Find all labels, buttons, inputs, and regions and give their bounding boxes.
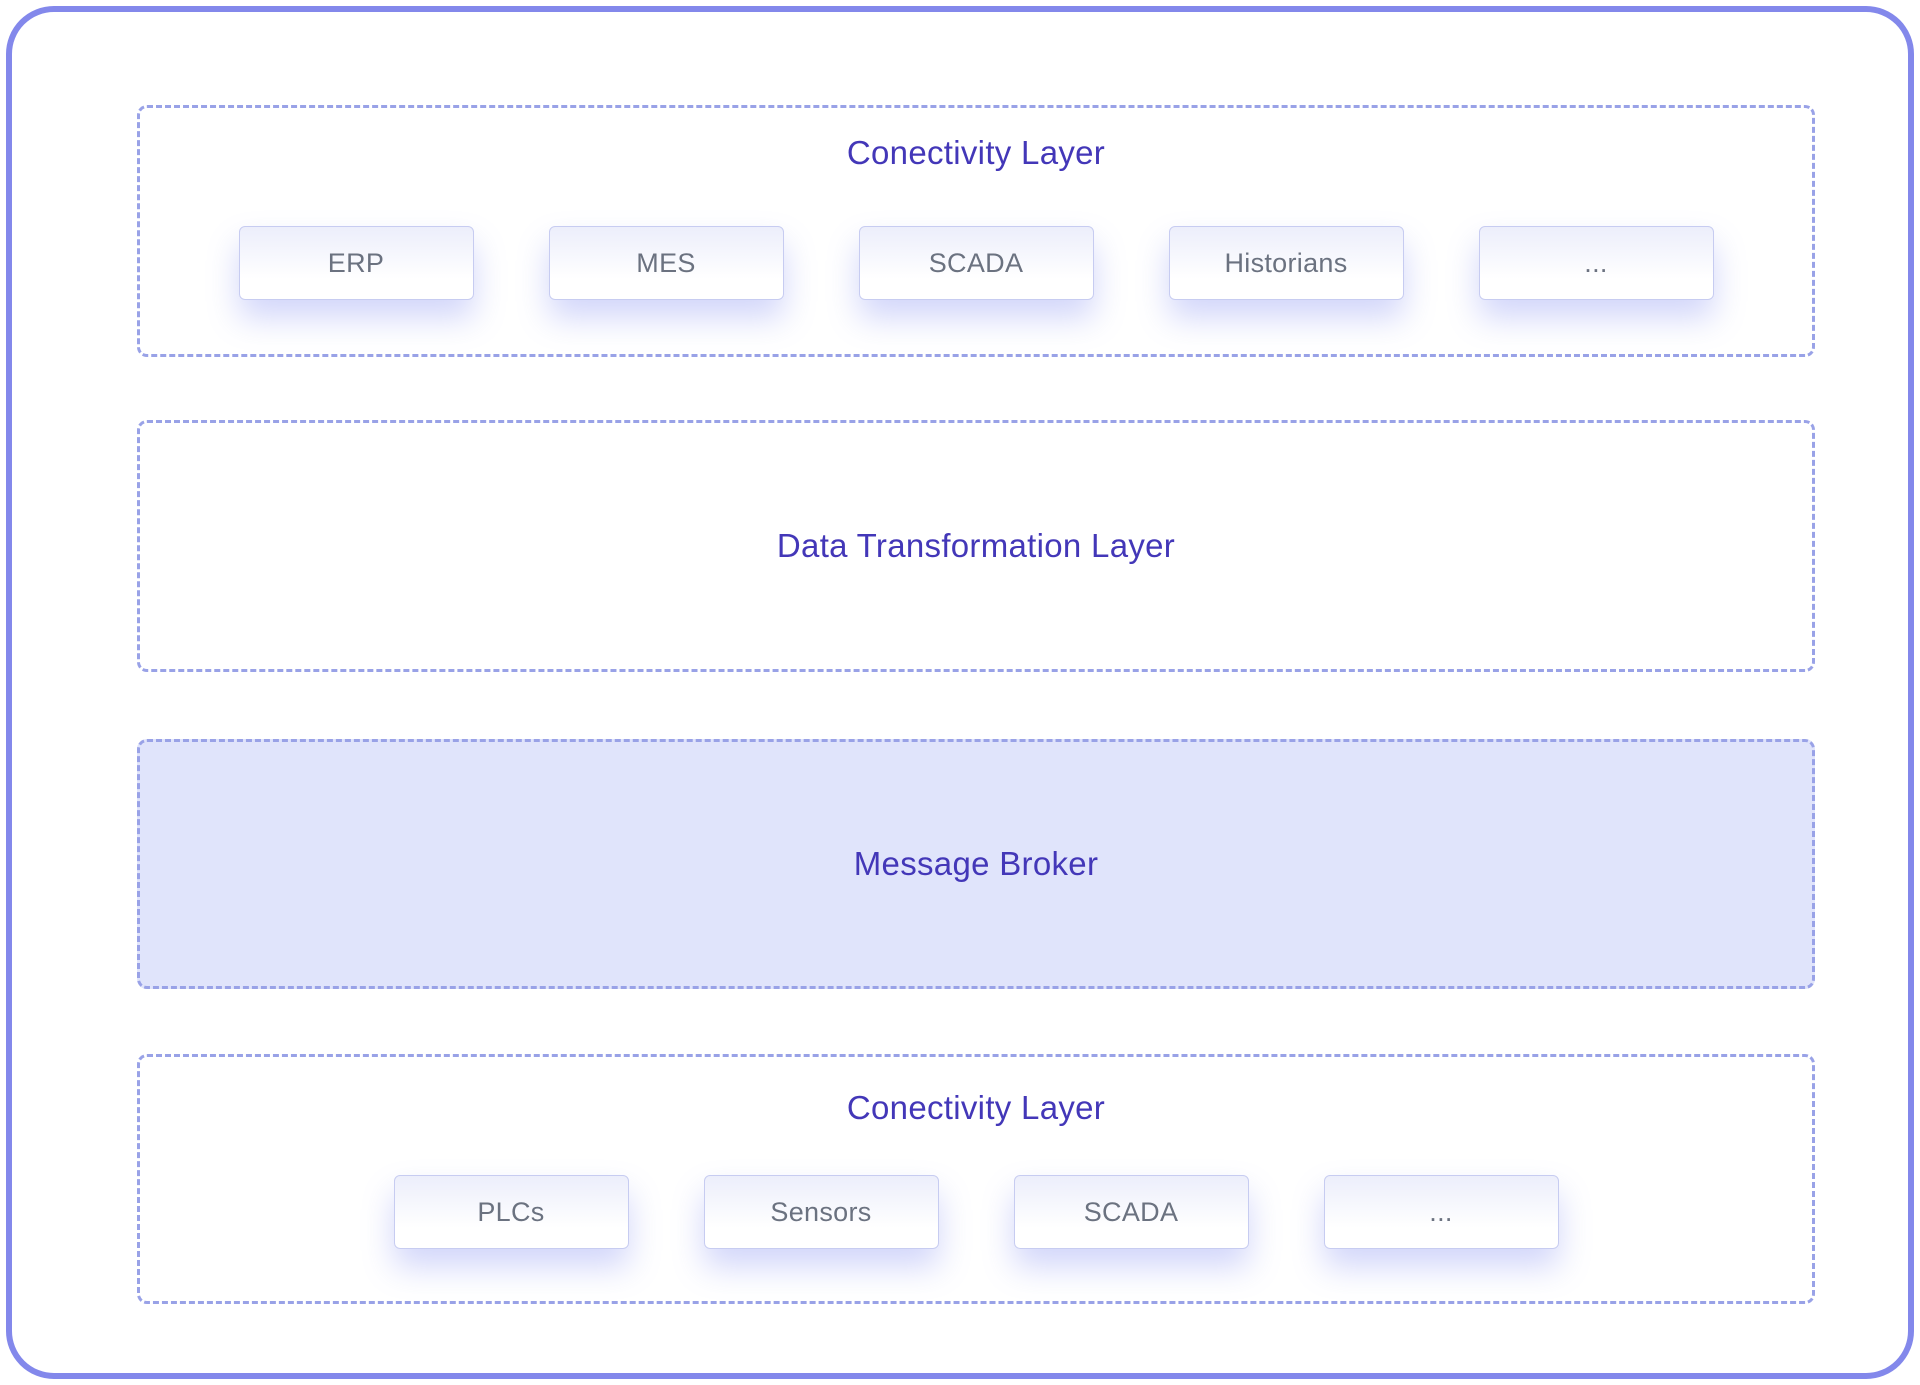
ellipsis-box-bottom: ... bbox=[1323, 1175, 1559, 1249]
connectivity-bottom-items-row: PLCs Sensors SCADA ... bbox=[393, 1175, 1559, 1249]
connectivity-top-items-row: ERP MES SCADA Historians ... bbox=[238, 226, 1714, 300]
erp-box: ERP bbox=[238, 226, 474, 300]
connectivity-layer-bottom-title: Conectivity Layer bbox=[846, 1089, 1106, 1126]
scada-box-bottom: SCADA bbox=[1013, 1175, 1249, 1249]
data-transformation-layer-title: Data Transformation Layer bbox=[776, 527, 1176, 564]
historians-box-label: Historians bbox=[1224, 247, 1348, 278]
scada-box-top: SCADA bbox=[858, 226, 1094, 300]
diagram-outer-frame: Conectivity Layer ERP MES SCADA Historia… bbox=[6, 6, 1914, 1379]
connectivity-layer-top-title: Conectivity Layer bbox=[846, 134, 1106, 171]
sensors-box-label: Sensors bbox=[770, 1196, 872, 1227]
historians-box: Historians bbox=[1168, 226, 1404, 300]
connectivity-layer-bottom-section: Conectivity Layer PLCs Sensors SCADA ... bbox=[137, 1054, 1815, 1304]
erp-box-label: ERP bbox=[327, 247, 385, 278]
plcs-box: PLCs bbox=[393, 1175, 629, 1249]
message-broker-title: Message Broker bbox=[853, 845, 1099, 882]
connectivity-layer-top-section: Conectivity Layer ERP MES SCADA Historia… bbox=[137, 105, 1815, 357]
ellipsis-box-bottom-label: ... bbox=[1429, 1196, 1453, 1227]
ellipsis-box-top-label: ... bbox=[1584, 247, 1608, 278]
ellipsis-box-top: ... bbox=[1478, 226, 1714, 300]
data-transformation-layer-section: Data Transformation Layer bbox=[137, 420, 1815, 672]
scada-box-top-label: SCADA bbox=[928, 247, 1024, 278]
plcs-box-label: PLCs bbox=[477, 1196, 545, 1227]
message-broker-section: Message Broker bbox=[137, 739, 1815, 989]
mes-box-label: MES bbox=[636, 247, 696, 278]
scada-box-bottom-label: SCADA bbox=[1083, 1196, 1179, 1227]
mes-box: MES bbox=[548, 226, 784, 300]
sensors-box: Sensors bbox=[703, 1175, 939, 1249]
